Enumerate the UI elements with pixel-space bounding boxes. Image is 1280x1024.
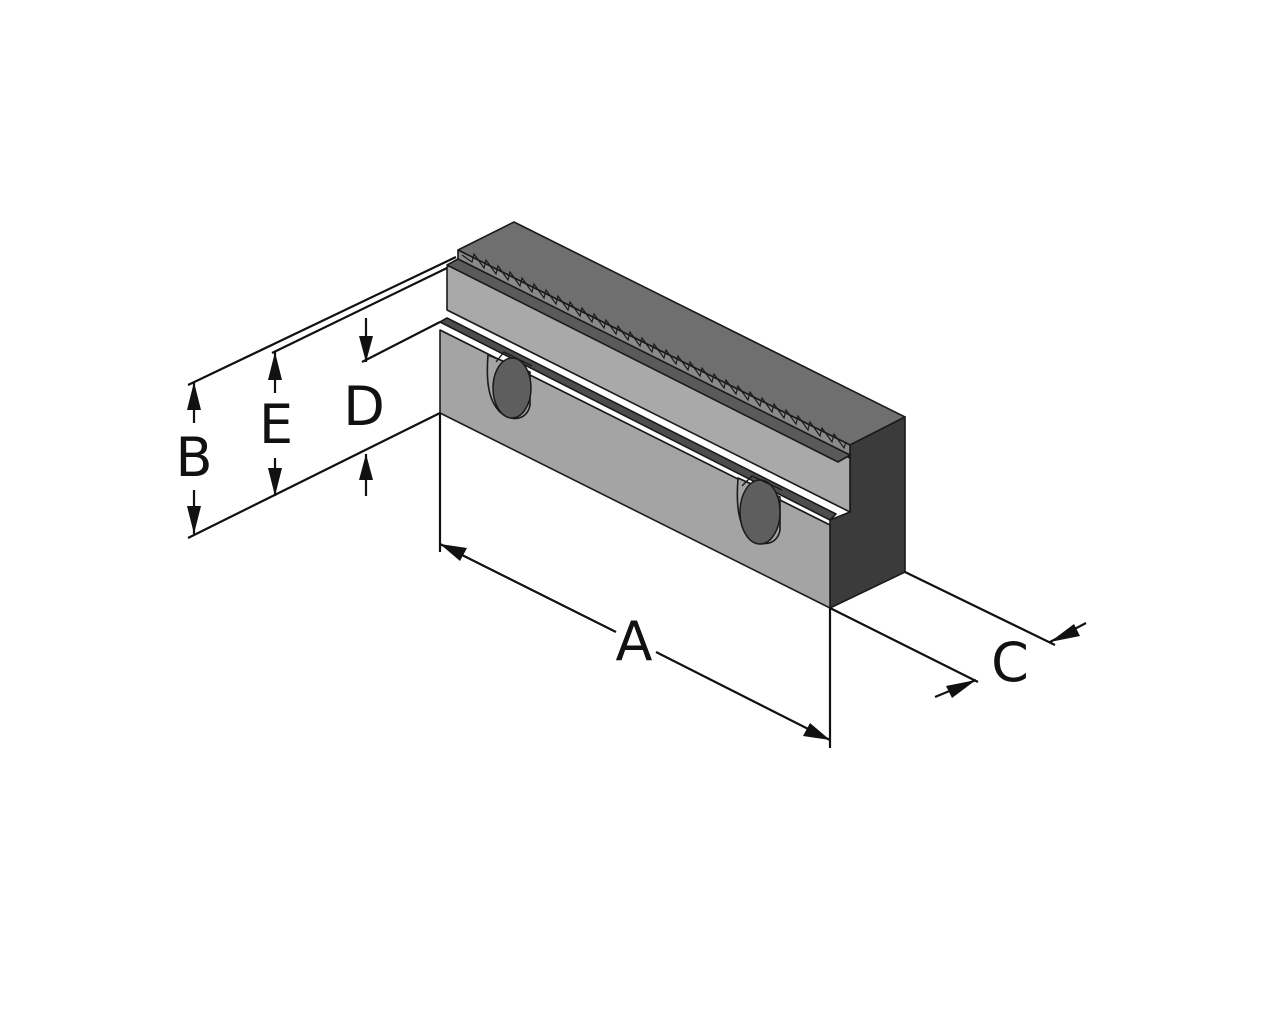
label-a: A — [616, 610, 653, 673]
label-e: E — [259, 393, 293, 456]
label-c: C — [991, 631, 1029, 694]
mounting-slot-right — [736, 475, 783, 545]
middle-groove — [439, 317, 837, 521]
dimension-a: A — [439, 543, 831, 741]
jaw-block — [439, 221, 906, 609]
dimension-c: C — [934, 622, 1087, 699]
dimension-b: B — [175, 382, 213, 534]
mounting-slot-left — [486, 351, 533, 420]
dimension-d: D — [343, 318, 385, 496]
extension-lines — [187, 256, 1056, 748]
label-d: D — [343, 375, 385, 438]
label-b: B — [175, 426, 212, 489]
upper-groove — [446, 258, 851, 463]
serration-teeth — [461, 252, 847, 450]
dimension-e: E — [259, 352, 293, 496]
